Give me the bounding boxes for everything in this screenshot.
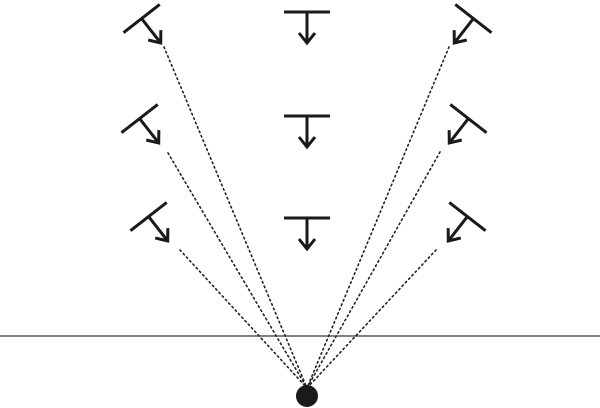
- emitter-right-bottom-icon: [446, 201, 487, 243]
- emitter-left-top-icon: [122, 3, 163, 45]
- emitter-right-middle-icon: [447, 103, 488, 145]
- arrowhead-icon: [447, 130, 463, 145]
- emitters-group: [120, 3, 493, 252]
- sight-line-right-middle: [306, 151, 441, 389]
- emitter-bar: [120, 103, 159, 134]
- emitter-right-top-icon: [452, 3, 493, 45]
- emitter-center-middle-icon: [284, 114, 330, 150]
- arrowhead-icon: [297, 136, 317, 150]
- arrowhead-icon: [297, 238, 317, 252]
- sight-line-left-middle: [167, 152, 308, 389]
- emitter-left-bottom-icon: [129, 201, 170, 243]
- arrowhead-icon: [446, 228, 462, 243]
- emitter-stem: [138, 117, 160, 144]
- arrowhead-icon: [452, 30, 468, 45]
- emitter-center-bottom-icon: [284, 216, 330, 252]
- sight-line-right-top: [306, 46, 450, 389]
- emitter-stem: [453, 17, 475, 44]
- emitter-bar: [449, 103, 488, 134]
- arrowhead-icon: [154, 228, 170, 243]
- arrowhead-icon: [145, 130, 161, 145]
- emitter-stem: [147, 215, 169, 242]
- emitter-center-top-icon: [284, 10, 330, 46]
- emitter-left-middle-icon: [120, 103, 161, 145]
- emitter-bar: [129, 201, 168, 232]
- point-source-dot: [296, 385, 318, 407]
- emitter-bar: [454, 3, 493, 34]
- emitter-stem: [447, 215, 469, 242]
- emitter-stem: [140, 17, 162, 44]
- sight-line-left-top: [163, 46, 308, 389]
- emitter-stem: [448, 117, 470, 144]
- sight-lines-group: [163, 46, 450, 389]
- emitter-bar: [448, 201, 487, 232]
- emitter-bar: [122, 3, 161, 34]
- arrowhead-icon: [147, 30, 163, 45]
- arrowhead-icon: [297, 32, 317, 46]
